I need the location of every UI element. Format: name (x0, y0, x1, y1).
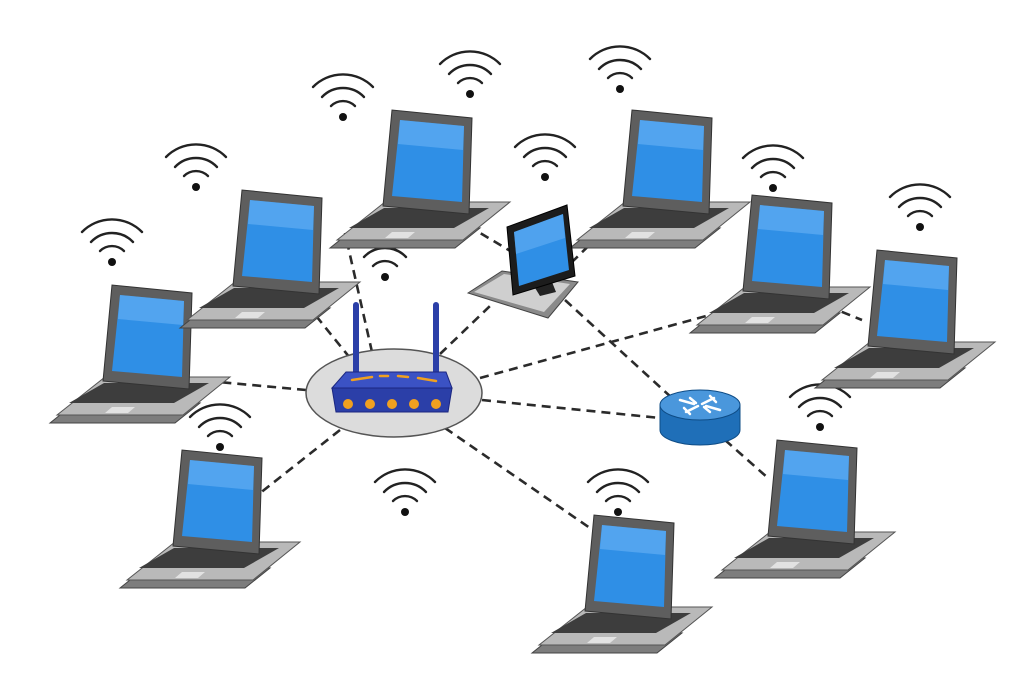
dashed-link-laptop-5-desktop (454, 216, 513, 254)
dashed-link-network-router-laptop-10 (724, 439, 769, 479)
dashed-link-access-point-network-router (481, 398, 661, 420)
laptop-icon (569, 109, 751, 249)
wireless-access-point-icon (305, 302, 483, 438)
router-icon (659, 389, 741, 446)
laptop-icon (329, 109, 511, 249)
laptop-icon (714, 439, 896, 579)
wifi-signal-icon (311, 73, 375, 123)
dashed-link-access-point-desktop (439, 305, 491, 355)
dashed-link-access-point-laptop-8 (244, 428, 341, 507)
wifi-signal-icon (438, 50, 502, 100)
wifi-signal-icon (588, 45, 652, 95)
laptop-icon (119, 449, 301, 589)
laptop-icon (49, 284, 231, 424)
laptop-icon (531, 514, 713, 654)
wifi-signal-icon (164, 143, 228, 193)
dashed-link-access-point-laptop-3 (343, 232, 374, 353)
wifi-signal-icon (373, 468, 437, 518)
laptop-icon (179, 189, 361, 329)
wifi-signal-icon (188, 403, 252, 453)
wifi-signal-icon (513, 133, 577, 183)
dashed-link-access-point-laptop-9 (444, 426, 591, 530)
wifi-signal-icon (788, 383, 852, 433)
wifi-signal-icon (741, 144, 805, 194)
wifi-signal-icon (80, 218, 144, 268)
dashed-link-access-point-laptop-7 (479, 308, 729, 380)
wifi-signal-icon (888, 183, 952, 233)
wifi-signal-icon (586, 468, 650, 518)
desktop-monitor-icon (466, 204, 579, 319)
laptop-icon (814, 249, 996, 389)
laptops (49, 109, 996, 654)
dashed-link-desktop-network-router (564, 299, 673, 399)
